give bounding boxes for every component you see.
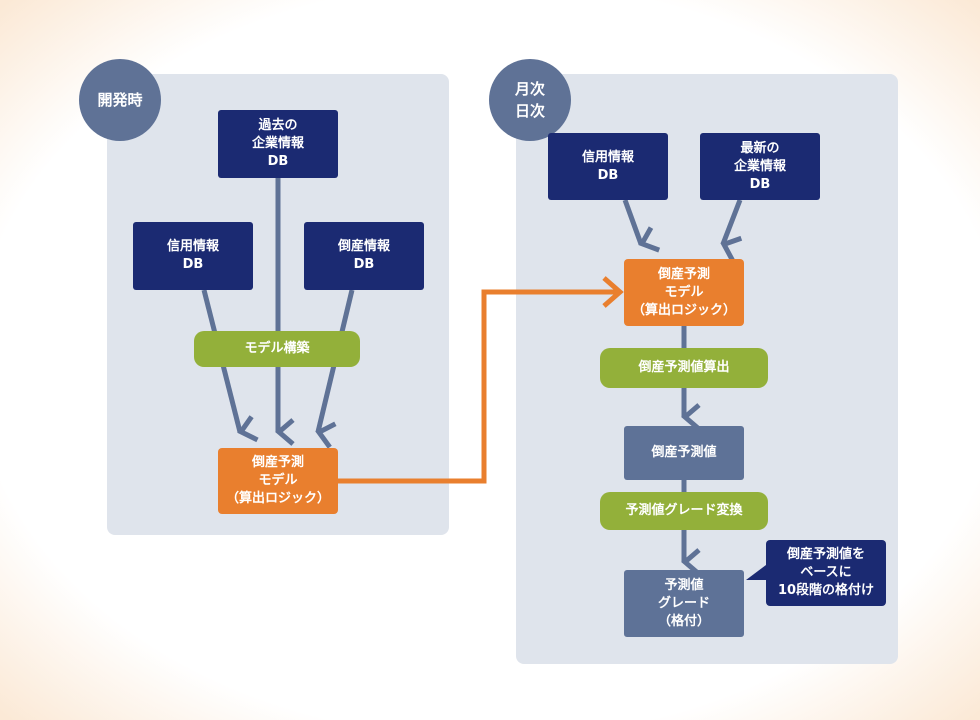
credit-info-db: 信用情報 DB: [133, 222, 253, 290]
arrow-latest-db-to-model-right: [720, 199, 743, 262]
bankruptcy-prediction-model-right: 倒産予測 モデル （算出ロジック）: [624, 259, 744, 326]
grade-callout-note: 倒産予測値を ベースに 10段階の格付け: [766, 540, 886, 606]
bankruptcy-info-db: 倒産情報 DB: [304, 222, 424, 290]
past-company-info-db: 過去の 企業情報 DB: [218, 110, 338, 178]
bankruptcy-prediction-model: 倒産予測 モデル （算出ロジック）: [218, 448, 338, 514]
arrow-model-deploy: [338, 276, 624, 484]
latest-company-info-db: 最新の 企業情報 DB: [700, 133, 820, 200]
monthly-daily-badge: 月次 日次: [489, 59, 571, 141]
prediction-value-calculation-step: 倒産予測値算出: [600, 348, 768, 388]
grade-conversion-step: 予測値グレード変換: [600, 492, 768, 530]
bankruptcy-prediction-value: 倒産予測値: [624, 426, 744, 480]
credit-info-db-right: 信用情報 DB: [548, 133, 668, 200]
arrow-credit-db-to-model-right: [622, 199, 661, 253]
model-building-step: モデル構築: [194, 331, 360, 367]
prediction-grade-rating: 予測値 グレード （格付）: [624, 570, 744, 637]
development-time-badge: 開発時: [79, 59, 161, 141]
callout-tail: [746, 562, 770, 580]
